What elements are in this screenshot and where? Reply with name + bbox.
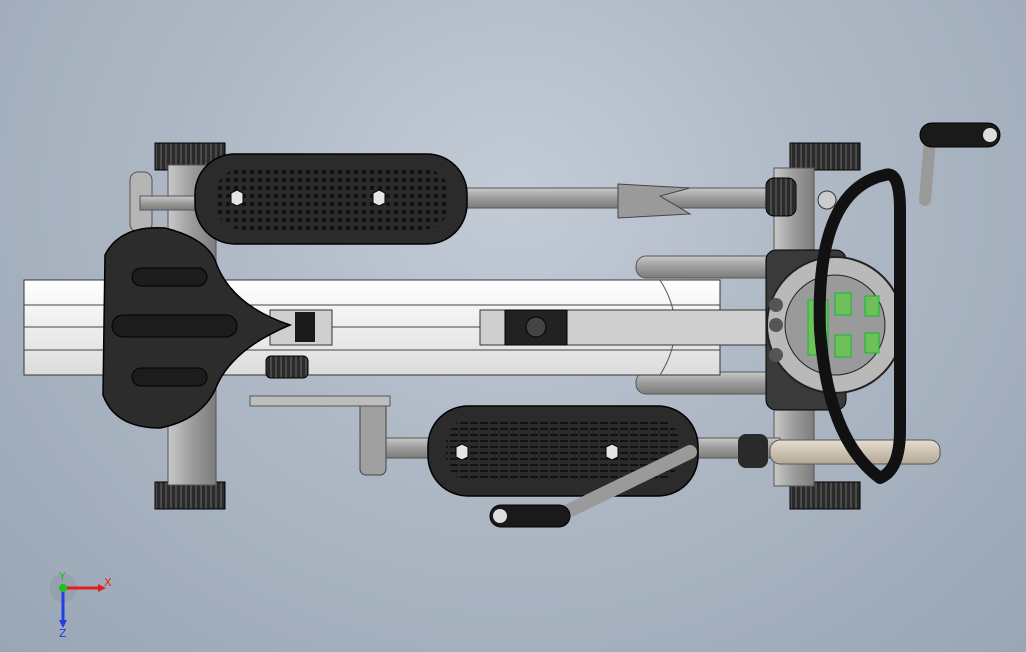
front-left-wheel	[789, 142, 861, 171]
coordinate-triad: X Y Z	[50, 570, 112, 640]
console-hub	[765, 249, 904, 411]
handlebar[interactable]	[813, 168, 906, 484]
right-foot-pedal	[427, 405, 699, 497]
linkage-bars	[635, 255, 777, 395]
rear-right-wheel	[154, 481, 226, 510]
left-foot-pedal	[194, 153, 468, 245]
x-axis-label: X	[104, 576, 112, 589]
crank-arm	[489, 445, 697, 528]
y-axis-label: Y	[58, 570, 66, 583]
upper-adjust-knob	[765, 177, 837, 217]
seat-adjust-knob	[265, 355, 309, 379]
seat	[102, 226, 293, 429]
upper-handle[interactable]	[919, 122, 1001, 206]
y-axis	[59, 584, 67, 592]
z-axis-label: Z	[59, 627, 67, 640]
left-pedal-arm	[459, 183, 781, 219]
